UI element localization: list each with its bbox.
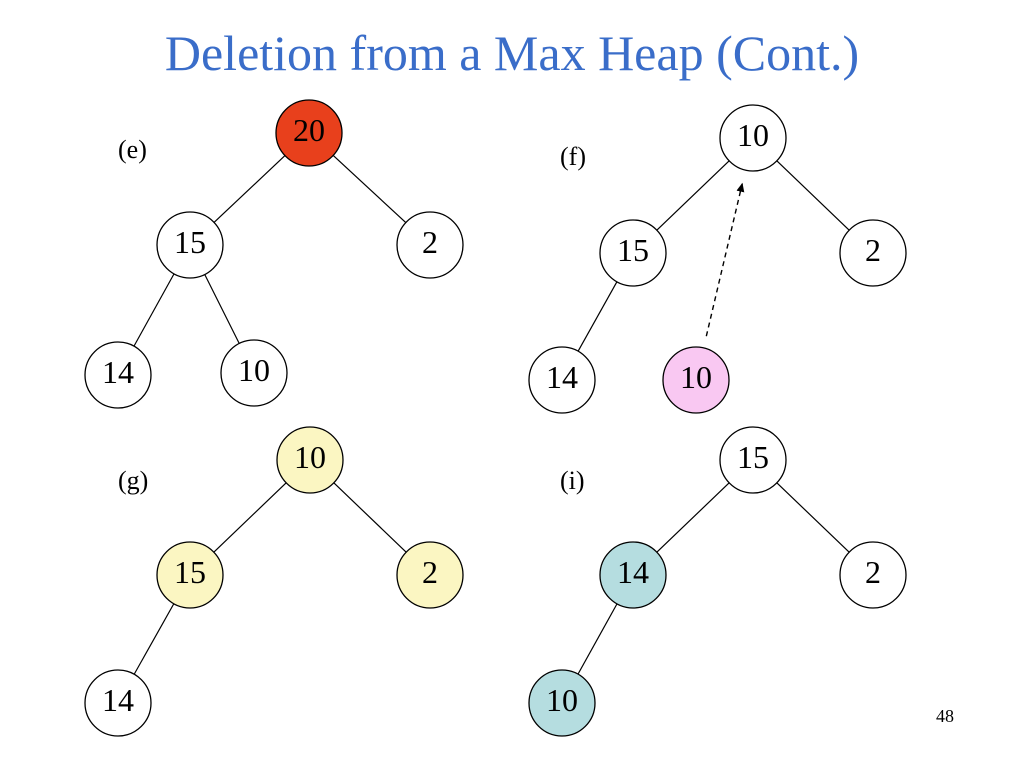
node-value: 15: [174, 554, 206, 590]
heap-node: 2: [396, 541, 464, 609]
tree-edge: [213, 155, 286, 223]
node-circle: [528, 669, 596, 737]
node-value: 10: [737, 117, 769, 153]
tree-edge: [333, 482, 407, 553]
node-value: 14: [546, 359, 578, 395]
heap-node: 14: [528, 346, 596, 414]
node-value: 15: [737, 439, 769, 475]
node-circle: [156, 211, 224, 279]
node-value: 15: [174, 224, 206, 260]
node-value: 14: [102, 682, 134, 718]
node-circle: [396, 211, 464, 279]
heap-node: 14: [84, 669, 152, 737]
node-circle: [719, 104, 787, 172]
heap-node: 10: [719, 104, 787, 172]
tree-edge: [577, 603, 618, 675]
slide-title: Deletion from a Max Heap (Cont.): [164, 25, 860, 81]
tree-edge: [656, 160, 730, 231]
node-value: 10: [294, 439, 326, 475]
node-circle: [599, 219, 667, 287]
node-circle: [839, 219, 907, 287]
panel-label: (e): [118, 135, 147, 164]
node-circle: [156, 541, 224, 609]
heap-node: 2: [396, 211, 464, 279]
heap-node: 10: [276, 426, 344, 494]
node-value: 10: [546, 682, 578, 718]
node-circle: [662, 346, 730, 414]
panel-label: (f): [560, 142, 586, 171]
node-value: 10: [680, 359, 712, 395]
node-value: 14: [102, 354, 134, 390]
tree-edge: [133, 603, 175, 675]
node-value: 2: [865, 232, 881, 268]
move-arrow: [705, 182, 745, 337]
node-value: 2: [422, 554, 438, 590]
node-circle: [276, 426, 344, 494]
heap-node: 20: [275, 99, 343, 167]
node-value: 10: [238, 352, 270, 388]
heap-node: 2: [839, 219, 907, 287]
heap-node: 2: [839, 541, 907, 609]
tree-edge: [577, 281, 618, 352]
tree-edge: [204, 274, 240, 344]
page-number: 48: [936, 706, 954, 726]
node-value: 2: [422, 224, 438, 260]
node-circle: [84, 669, 152, 737]
tree-edge: [776, 160, 850, 231]
node-value: 15: [617, 232, 649, 268]
node-circle: [719, 426, 787, 494]
node-circle: [275, 99, 343, 167]
panel-label: (i): [560, 466, 585, 495]
heap-node: 10: [220, 339, 288, 407]
heap-node: 14: [84, 341, 152, 409]
heap-node: 15: [156, 211, 224, 279]
heap-node: 14: [599, 541, 667, 609]
node-circle: [220, 339, 288, 407]
node-circle: [839, 541, 907, 609]
node-value: 2: [865, 554, 881, 590]
node-circle: [396, 541, 464, 609]
heap-node: 15: [156, 541, 224, 609]
node-circle: [84, 341, 152, 409]
node-value: 14: [617, 554, 649, 590]
heap-node: 15: [719, 426, 787, 494]
tree-edge: [656, 482, 730, 553]
tree-edge: [332, 154, 407, 224]
tree-edge: [213, 482, 287, 553]
tree-edge: [133, 273, 175, 347]
tree-edge: [776, 482, 850, 553]
node-value: 20: [293, 112, 325, 148]
node-circle: [599, 541, 667, 609]
panel-label: (g): [118, 466, 148, 495]
heap-node: 10: [662, 346, 730, 414]
node-circle: [528, 346, 596, 414]
heap-node: 15: [599, 219, 667, 287]
heap-node: 10: [528, 669, 596, 737]
